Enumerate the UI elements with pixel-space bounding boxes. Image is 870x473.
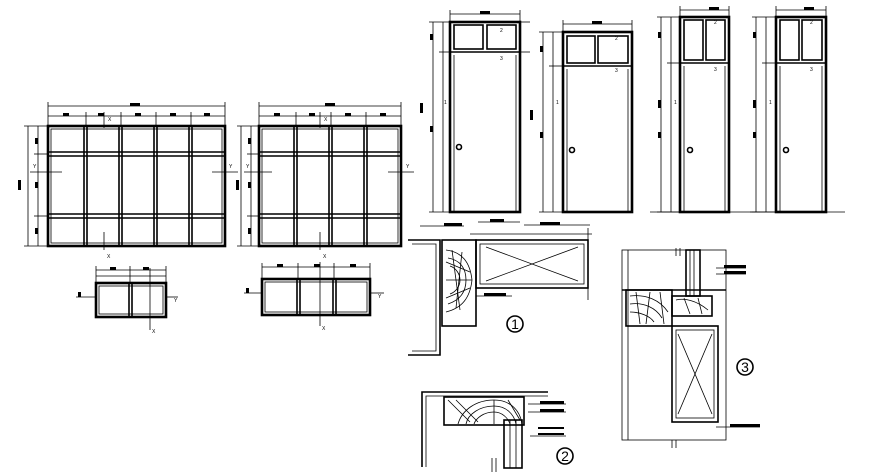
svg-text:3: 3 [500,56,503,62]
svg-text:Y: Y [246,164,250,170]
svg-text:X: X [322,326,326,332]
svg-text:Y: Y [406,164,410,170]
small-window-elevation-2: X Y [244,262,384,332]
door-elevation-4: 2 3 1 [750,6,845,214]
svg-text:X: X [107,254,111,260]
detail-2-section: 2 [421,391,574,472]
door-elevation-1: 2 3 1 [420,10,530,214]
svg-text:Y: Y [378,294,382,300]
detail-1-label: 1 [511,316,519,332]
detail-3-label: 3 [741,359,749,375]
svg-text:1: 1 [556,100,559,106]
svg-text:3: 3 [714,67,717,73]
door-elevation-2: 2 3 1 [530,20,634,214]
svg-text:2: 2 [500,28,503,34]
detail-2-label: 2 [561,448,569,464]
detail-1-section: 1 [408,219,592,356]
svg-text:3: 3 [615,68,618,74]
door-elevation-3: 2 3 1 [650,6,760,214]
svg-text:X: X [323,254,327,260]
svg-text:X: X [324,117,328,123]
svg-text:1: 1 [674,100,677,106]
window-elevation-1: X X Y Y [18,102,238,260]
svg-text:Y: Y [33,164,37,170]
detail-3-section: 3 [621,248,760,448]
svg-text:3: 3 [810,67,813,73]
svg-text:Y: Y [174,298,178,304]
svg-text:2: 2 [615,36,618,42]
svg-text:Y: Y [229,164,233,170]
svg-text:X: X [108,117,112,123]
svg-text:2: 2 [714,20,717,26]
svg-text:X: X [152,329,156,335]
svg-text:2: 2 [810,20,813,26]
window-elevation-2: X X Y Y [236,102,414,260]
svg-text:1: 1 [769,100,772,106]
svg-text:1: 1 [444,100,447,106]
small-window-elevation-1: X Y [76,266,178,335]
